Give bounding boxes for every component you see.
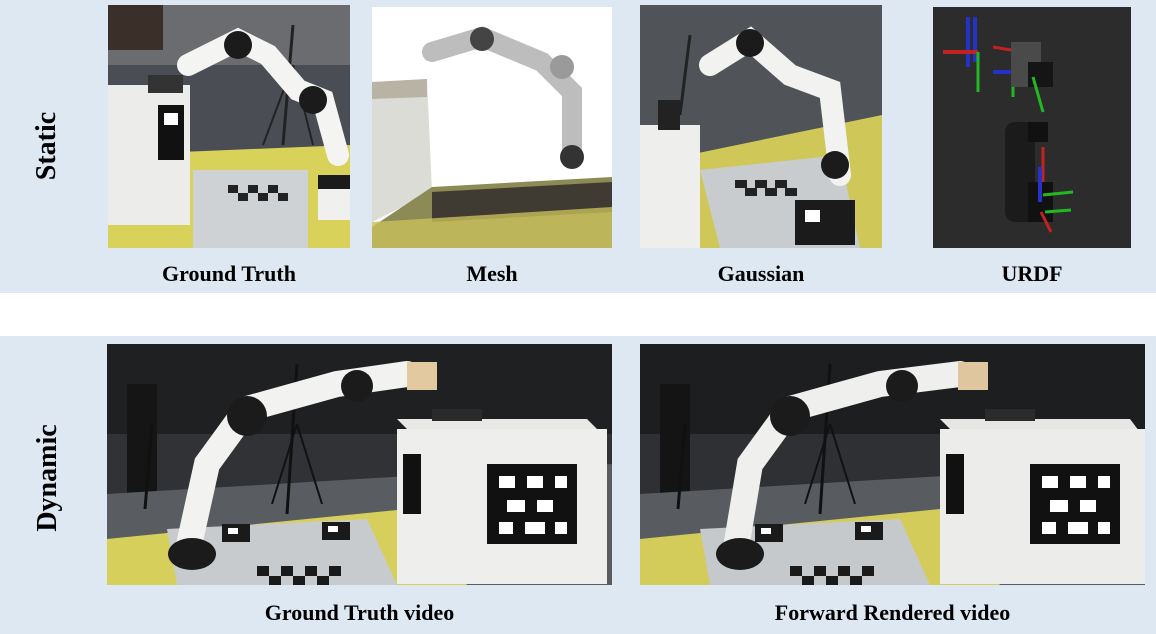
dynamic-row-label: Dynamic — [32, 424, 63, 532]
mesh-caption: Mesh — [466, 261, 518, 286]
gaussian-caption: Gaussian — [717, 261, 805, 286]
static-row-label: Static — [31, 111, 62, 181]
mesh-image — [372, 7, 612, 248]
ground-truth-image — [108, 5, 350, 248]
ground-truth-video-caption: Ground Truth video — [264, 600, 455, 625]
urdf-caption: URDF — [1001, 261, 1063, 286]
ground-truth-video-frame — [107, 344, 612, 585]
ground-truth-caption: Ground Truth — [162, 261, 296, 286]
forward-rendered-video-caption: Forward Rendered video — [774, 600, 1011, 625]
forward-rendered-video-frame — [640, 344, 1145, 585]
gaussian-image — [640, 5, 882, 248]
urdf-image — [933, 7, 1131, 248]
